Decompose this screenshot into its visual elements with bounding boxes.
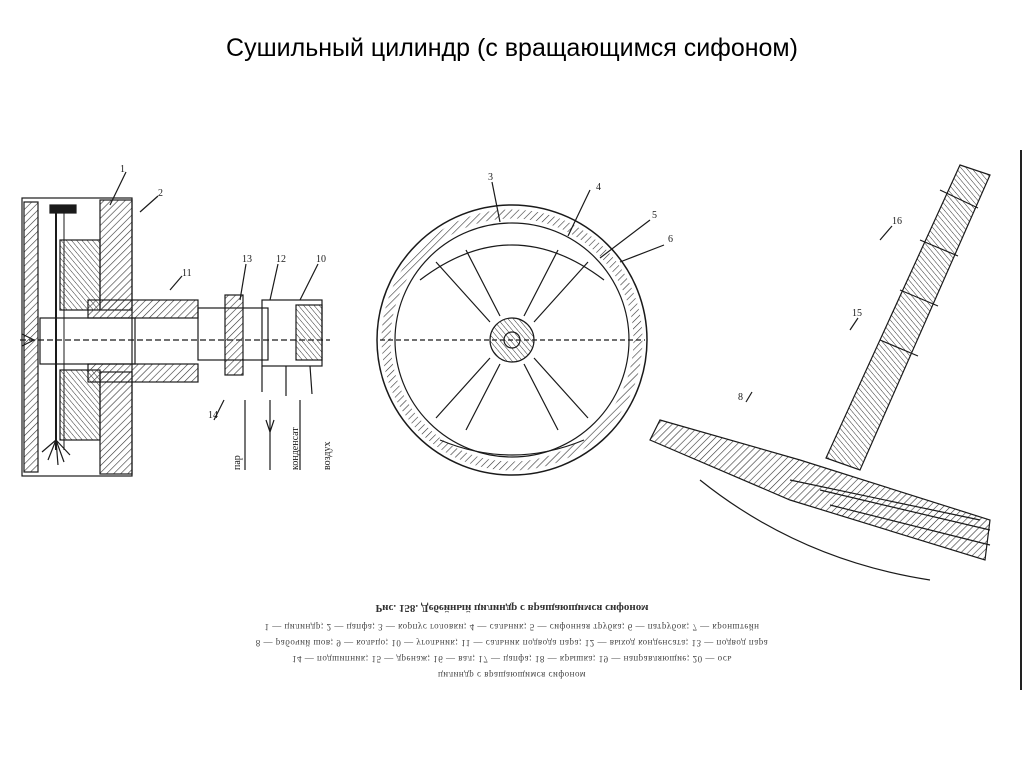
cylinder-shell	[21, 197, 133, 477]
spoke-bottom-right	[523, 357, 589, 431]
callout-14: 14	[208, 410, 218, 421]
figure-caption-line: 1 — цилиндр; 2 — цапфа; 3 — корпус голов…	[264, 622, 760, 632]
callout-3: 3	[488, 172, 493, 183]
callout-11: 11	[182, 268, 192, 279]
end-view-leaders	[491, 181, 665, 263]
spoke-top-right	[523, 249, 589, 323]
side-label-steam: пар	[232, 455, 243, 470]
siphon-arc	[419, 244, 605, 281]
lower-arc	[439, 439, 585, 456]
shell-wall-top	[99, 199, 133, 311]
scoop-curve	[699, 479, 931, 581]
slide-title: Сушильный цилиндр (с вращающимся сифоном…	[226, 34, 798, 62]
callout-6: 6	[668, 234, 673, 245]
detail-leaders	[745, 225, 893, 403]
callout-2: 2	[158, 188, 163, 199]
callout-5: 5	[652, 210, 657, 221]
upper-bracket	[59, 239, 101, 311]
pipe-lines	[789, 479, 991, 546]
head-legs	[261, 365, 313, 396]
callout-12: 12	[276, 254, 286, 265]
callout-16: 16	[892, 216, 902, 227]
leader-lines	[109, 171, 319, 421]
callout-1: 1	[120, 164, 125, 175]
figure-caption-line: цилиндр с вращающимся сифоном	[437, 670, 587, 680]
siphon-bottom-scoop	[41, 439, 71, 466]
head-flange	[224, 294, 244, 376]
cylinder-section-view	[20, 171, 330, 477]
figure-caption-line: 14 — подшипник; 15 — дренаж; 16 — вал; 1…	[292, 654, 732, 664]
callout-10: 10	[316, 254, 326, 265]
outlet-arrow	[265, 419, 275, 434]
journal-upper	[87, 299, 199, 319]
journal-lower	[87, 363, 199, 383]
siphon-top-cap	[49, 204, 77, 214]
figure-caption-line: 8 — рабочий шов; 9 — кольцо; 10 — угольн…	[255, 638, 769, 648]
head-cap	[295, 304, 323, 361]
cylinder-end-view	[376, 181, 665, 476]
outer-rim	[376, 204, 648, 476]
spoke-top-left	[435, 249, 501, 323]
figure-caption-heading: Рис. 158. Дебейный цилиндр с вращающимся…	[375, 602, 649, 614]
page-edge-rule	[1020, 150, 1022, 690]
callout-15: 15	[852, 308, 862, 319]
callout-4: 4	[596, 182, 601, 193]
shell-wall-bottom	[99, 371, 133, 475]
side-label-air: воздух	[322, 441, 333, 470]
inlet-arrow	[21, 333, 36, 347]
callout-13: 13	[242, 254, 252, 265]
arm-ribs	[879, 189, 979, 357]
shell-wall-left	[23, 201, 39, 473]
side-label-condensate: конденсат	[290, 427, 301, 470]
journal	[39, 317, 136, 365]
spoke-bottom-left	[435, 357, 501, 431]
siphon-detail-view	[649, 164, 991, 581]
siphon-arm	[825, 164, 991, 471]
callout-8: 8	[738, 392, 743, 403]
